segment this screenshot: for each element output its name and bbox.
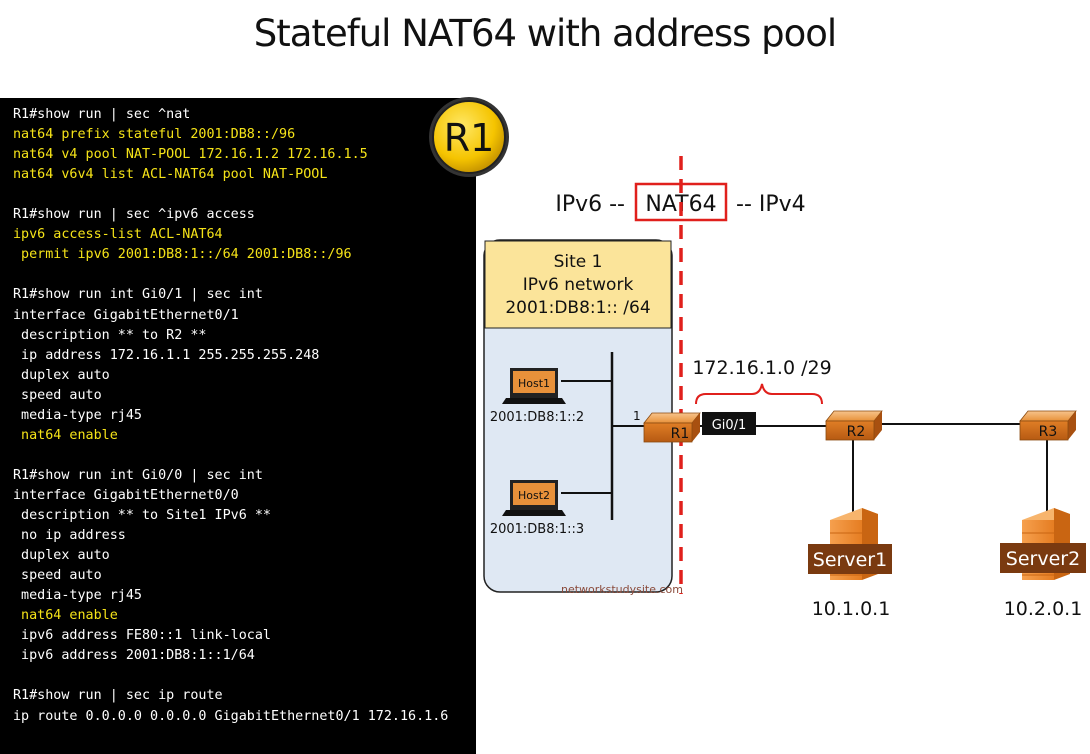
console-line: nat64 prefix stateful 2001:DB8::/96 [13,127,296,143]
server2[interactable]: Server2 [1000,508,1086,580]
router-r1[interactable]: R1 [643,412,701,443]
server1-name: Server1 [813,549,887,571]
console-line: interface GigabitEthernet0/1 [13,307,239,323]
console-line: ipv6 address FE80::1 link-local [13,628,271,644]
interface-tag-box [702,412,756,435]
host2-address: 2001:DB8:1::3 [490,522,584,537]
ipv6-side-label: IPv6 -- [555,192,625,217]
host2-laptop[interactable]: Host2 [502,480,566,516]
console-line: nat64 enable [13,608,118,624]
console-line: nat64 enable [13,427,118,443]
watermark: networkstudysite.com [561,583,683,596]
console-line: nat64 v6v4 list ACL-NAT64 pool NAT-POOL [13,167,328,183]
host1-laptop[interactable]: Host1 [502,368,566,404]
router-r3[interactable]: R3 [1019,410,1077,441]
console-line: speed auto [13,387,102,403]
subnet-bracket [695,383,823,405]
console-line: R1#show run int Gi0/1 | sec int [13,287,263,303]
console-line: permit ipv6 2001:DB8:1::/64 2001:DB8::/9… [13,247,352,263]
server1[interactable]: Server1 [808,508,892,580]
console-line: interface GigabitEthernet0/0 [13,487,239,503]
console-line: duplex auto [13,367,110,383]
console-line: R1#show run | sec ^nat [13,107,191,122]
host1-address: 2001:DB8:1::2 [490,410,584,425]
router-r2[interactable]: R2 [825,410,883,441]
router-r3-label: R3 [1039,424,1058,440]
ipv4-side-label: -- IPv4 [736,192,806,217]
server2-address: 10.2.0.1 [1004,598,1083,620]
host1-name: Host1 [518,377,550,390]
site-network-type: IPv6 network [523,275,634,295]
site-name: Site 1 [554,252,603,272]
console-line: description ** to Site1 IPv6 ** [13,508,271,523]
console-line: ip address 172.16.1.1 255.255.255.248 [13,347,320,363]
host2-name: Host2 [518,489,550,502]
console-line: media-type rj45 [13,588,142,604]
r1-badge-label: R1 [444,116,495,160]
cli-console: R1#show run | sec ^nat nat64 prefix state… [0,98,476,754]
console-line: no ip address [13,528,126,544]
page-title: Stateful NAT64 with address pool [253,12,837,55]
interface-tag: Gi0/1 [712,418,747,433]
console-line: R1#show run | sec ip route [13,688,223,704]
console-line: ipv6 access-list ACL-NAT64 [13,227,223,243]
site-prefix: 2001:DB8:1:: /64 [505,298,650,318]
console-line: ip route 0.0.0.0 0.0.0.0 GigabitEthernet… [13,708,449,724]
console-line: duplex auto [13,548,110,564]
console-line: R1#show run | sec ^ipv6 access [13,207,255,223]
server1-address: 10.1.0.1 [812,598,891,620]
console-line: description ** to R2 ** [13,327,207,343]
console-line: ipv6 address 2001:DB8:1::1/64 [13,648,255,664]
r1-badge: R1 [429,97,509,177]
server2-name: Server2 [1006,548,1080,570]
router-r2-label: R2 [847,424,866,440]
port-number: 1 [633,409,641,423]
subnet-label: 172.16.1.0 /29 [692,357,831,379]
console-line: nat64 v4 pool NAT-POOL 172.16.1.2 172.16… [13,147,368,163]
console-line: media-type rj45 [13,407,142,423]
router-r1-label: R1 [671,426,690,442]
console-line: speed auto [13,568,102,584]
console-line: R1#show run int Gi0/0 | sec int [13,467,263,483]
